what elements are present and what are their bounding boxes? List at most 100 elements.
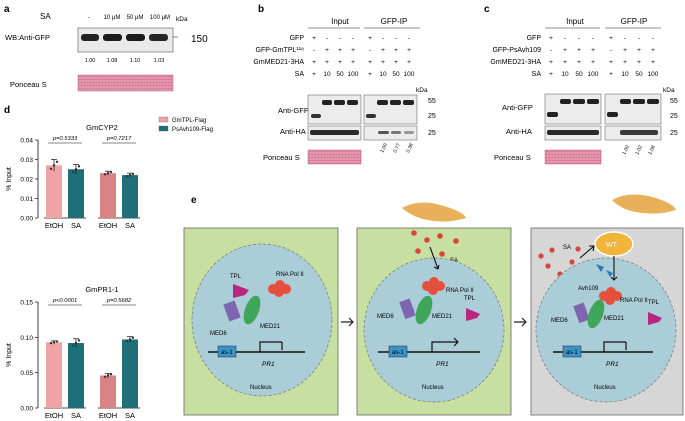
panel-letter-b: b bbox=[258, 4, 264, 15]
blot-band bbox=[126, 34, 145, 41]
nucleus-left bbox=[191, 243, 333, 397]
blot-band bbox=[647, 99, 659, 104]
marker-25-ha: 25 bbox=[428, 130, 436, 137]
data-point bbox=[71, 344, 75, 347]
as1-box bbox=[562, 345, 582, 358]
kda-label: kDa bbox=[663, 87, 675, 94]
legend-swatch-psavh bbox=[158, 125, 169, 132]
treatment-sign: + bbox=[312, 59, 316, 66]
marker-150: 150 bbox=[191, 34, 208, 45]
marker-25: 25 bbox=[428, 113, 436, 120]
bar bbox=[100, 173, 116, 218]
blot-band bbox=[334, 100, 345, 105]
blot-band bbox=[322, 100, 332, 105]
rnapol-blob bbox=[422, 277, 445, 295]
y-axis-label: % Input bbox=[6, 167, 13, 191]
data-point bbox=[55, 160, 59, 164]
quant-value: 1.00 bbox=[85, 58, 96, 64]
anti-gfp-label: Anti-GFP bbox=[502, 103, 533, 112]
p-value: p=0.7217 bbox=[106, 136, 132, 142]
data-point bbox=[109, 170, 113, 174]
blot-band bbox=[633, 99, 645, 104]
label-pr1: PR1 bbox=[436, 361, 449, 368]
y-tick-label: 0.15 bbox=[20, 300, 33, 307]
legend-swatch-gmtpl bbox=[158, 116, 169, 123]
tpl-shape bbox=[648, 312, 662, 325]
x-tick-label: EtOH bbox=[99, 411, 117, 420]
data-point bbox=[55, 340, 59, 343]
treatment-sign: 10 bbox=[561, 71, 569, 78]
treatment-sign: 50 bbox=[635, 71, 643, 78]
data-point bbox=[103, 375, 107, 378]
label-tpl: TPL bbox=[464, 296, 476, 302]
treatment-sign: - bbox=[326, 35, 328, 42]
label-med6: MED6 bbox=[377, 314, 394, 320]
panel-c: c Input GFP-IP GFP+---+---GFP-PsAvh109-+… bbox=[484, 4, 678, 165]
treatment-sign: + bbox=[609, 59, 613, 66]
quant-value: 0.38 bbox=[405, 142, 415, 154]
tss-arrow bbox=[259, 341, 283, 352]
label-nucleus: Nucleus bbox=[250, 385, 272, 391]
y-tick-label: 0.01 bbox=[20, 196, 33, 203]
treatment-sign: + bbox=[312, 71, 316, 78]
lane-label: - bbox=[88, 15, 90, 21]
tpl-shape bbox=[233, 284, 249, 298]
treatment-sign: - bbox=[564, 35, 566, 42]
treatment-sign: - bbox=[578, 35, 580, 42]
ponceau-stain bbox=[77, 74, 174, 92]
treatment-sign: + bbox=[394, 47, 398, 54]
ponceau-label: Ponceau S bbox=[10, 80, 47, 89]
chart-title: GmPR1-1 bbox=[85, 285, 118, 294]
kda-label: kDa bbox=[176, 16, 188, 23]
blot-band bbox=[560, 99, 571, 104]
pathogen-right bbox=[612, 194, 676, 214]
gfp-ip-header: GFP-IP bbox=[381, 17, 408, 26]
panel-a: a SA - 10 μM 50 μM 100 μM kDa WB:Anti-GF… bbox=[4, 4, 208, 92]
treatment-sign: 100 bbox=[404, 71, 415, 78]
data-point bbox=[49, 341, 53, 345]
treatment-sign: + bbox=[577, 59, 581, 66]
x-tick-label: SA bbox=[125, 221, 135, 230]
input-blot-gfp bbox=[307, 94, 362, 125]
label-pr1: PR1 bbox=[262, 361, 275, 368]
sa-arrow bbox=[429, 246, 440, 270]
treatment-sign: 100 bbox=[588, 71, 599, 78]
treatment-label: GmMED21-3HA bbox=[253, 59, 304, 66]
label-med21: MED21 bbox=[260, 324, 281, 330]
data-point bbox=[131, 336, 135, 339]
blot-band bbox=[620, 99, 631, 104]
treatment-sign: + bbox=[549, 71, 553, 78]
treatment-sign: - bbox=[610, 47, 612, 54]
as1-box bbox=[388, 345, 408, 358]
treatment-sign: + bbox=[623, 59, 627, 66]
p-value: p=0.5333 bbox=[52, 136, 78, 142]
anti-gfp-label: Anti-GFP bbox=[278, 106, 309, 115]
treatment-sign: + bbox=[351, 47, 355, 54]
panel-e: e RNA Pol II TPL MED6 MED21 as-1 PR1 Nuc… bbox=[183, 194, 684, 416]
treatment-label: SA bbox=[532, 71, 542, 78]
data-point bbox=[125, 339, 129, 343]
ponceau-label: Ponceau S bbox=[263, 153, 300, 162]
flow-arrow bbox=[514, 317, 527, 327]
data-point bbox=[74, 168, 78, 171]
x-tick-label: EtOH bbox=[45, 411, 63, 420]
y-tick-label: 0.03 bbox=[20, 157, 33, 164]
data-point bbox=[77, 339, 81, 342]
treatment-sign: + bbox=[591, 59, 595, 66]
treatment-sign: 100 bbox=[348, 71, 359, 78]
quant-value: 1.08 bbox=[107, 58, 118, 64]
treatment-label: GFP bbox=[290, 35, 305, 42]
blot-band bbox=[149, 34, 168, 41]
blot-band bbox=[587, 99, 599, 104]
bar bbox=[100, 375, 116, 408]
marker-25: 25 bbox=[670, 113, 678, 120]
treatment-sign: - bbox=[550, 47, 552, 54]
med6-shape bbox=[573, 302, 590, 324]
data-point bbox=[106, 171, 110, 175]
treatment-sign: + bbox=[651, 47, 655, 54]
treatment-sign: 50 bbox=[336, 71, 344, 78]
legend-label: GmTPL-Flag bbox=[172, 118, 206, 124]
sa-arrow bbox=[579, 245, 595, 259]
